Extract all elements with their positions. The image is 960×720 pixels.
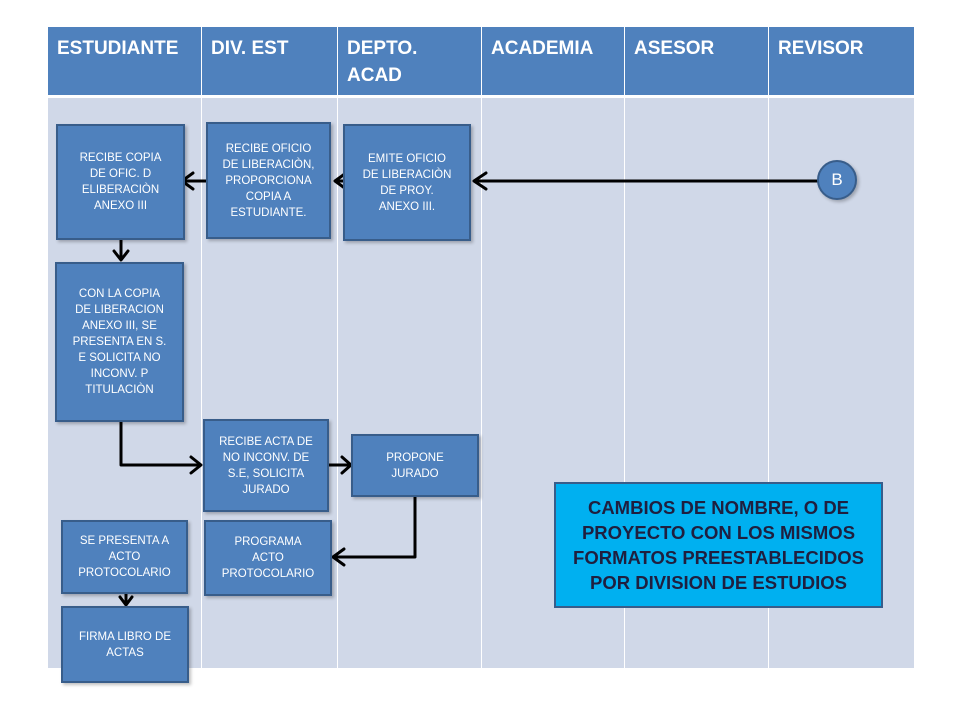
process-recibe-copia: RECIBE COPIA DE OFIC. D ELIBERACIÒN ANEX…	[56, 124, 185, 240]
process-se-presenta: SE PRESENTA A ACTO PROTOCOLARIO	[61, 520, 188, 594]
lane-header-estudiante: ESTUDIANTE	[57, 38, 179, 59]
process-firma-libro: FIRMA LIBRO DE ACTAS	[61, 606, 189, 683]
lane-header-revisor: REVISOR	[768, 27, 914, 95]
process-programa-acto: PROGRAMA ACTO PROTOCOLARIO	[204, 520, 332, 596]
connector-b: B	[817, 160, 857, 200]
lane-divider	[201, 95, 202, 668]
lane-header-asesor: ASESOR	[624, 27, 768, 95]
note-cambios-de-nombre: CAMBIOS DE NOMBRE, O DE PROYECTO CON LOS…	[554, 482, 883, 608]
process-con-la-copia: CON LA COPIA DE LIBERACION ANEXO III, SE…	[55, 262, 184, 422]
lane-header-div-est: DIV. EST	[201, 27, 337, 95]
lane-divider	[624, 95, 625, 668]
process-propone-jurado: PROPONE JURADO	[351, 434, 479, 497]
lane-header-depto-acad: DEPTO. ACAD	[337, 27, 481, 95]
lane-divider	[481, 95, 482, 668]
lane-header-academia: ACADEMIA	[481, 27, 624, 95]
process-emite-oficio: EMITE OFICIO DE LIBERACIÒN DE PROY. ANEX…	[343, 124, 471, 241]
process-recibe-acta: RECIBE ACTA DE NO INCONV. DE S.E, SOLICI…	[203, 419, 329, 512]
lane-divider	[768, 95, 769, 668]
lane-divider	[337, 95, 338, 668]
process-recibe-oficio: RECIBE OFICIO DE LIBERACIÒN, PROPORCIONA…	[206, 122, 331, 239]
